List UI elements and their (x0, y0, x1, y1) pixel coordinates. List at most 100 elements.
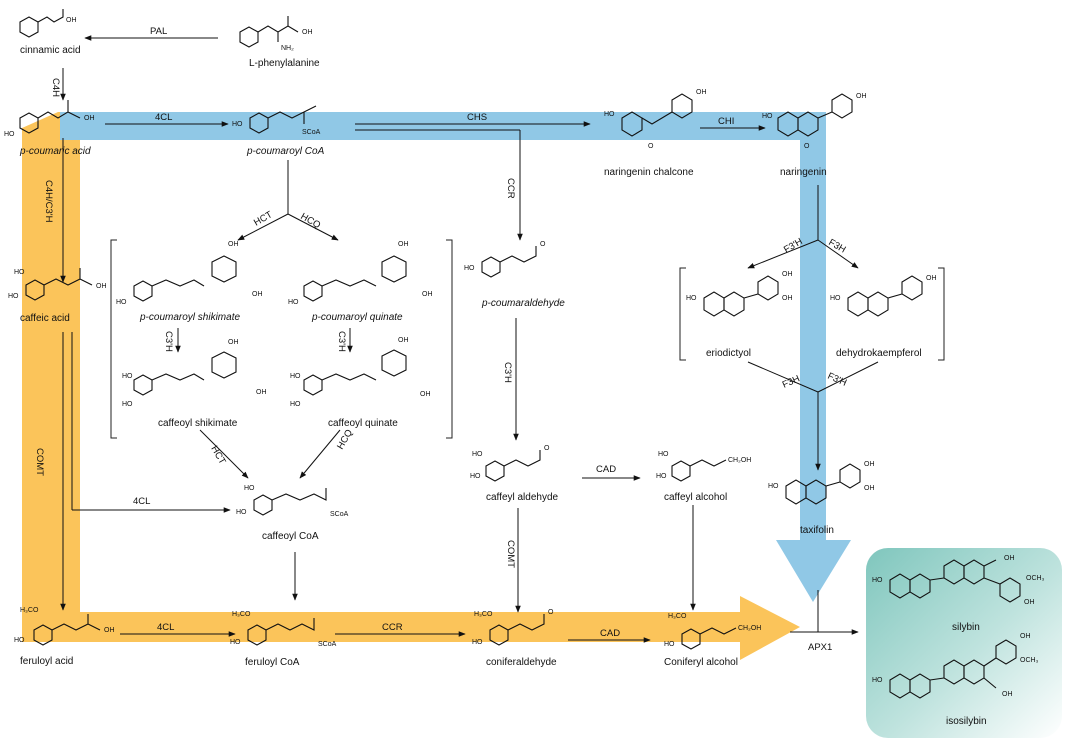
structure-silybin: HO OH OCH₃ OH (872, 555, 1045, 606)
svg-text:OH: OH (1004, 555, 1015, 562)
svg-text:OH: OH (420, 391, 431, 398)
enzyme-comt-left: COMT (34, 448, 45, 476)
svg-text:HO: HO (290, 373, 301, 380)
enzyme-pal: PAL (150, 26, 167, 37)
reaction-arrows (60, 35, 879, 643)
svg-text:HO: HO (122, 373, 133, 380)
label-p-coumaroyl-coa: p-coumaroyl CoA (246, 146, 325, 157)
enzyme-c3h-quinate: C3'H (336, 331, 347, 352)
svg-text:SCoA: SCoA (302, 129, 321, 136)
label-isosilybin: isosilybin (946, 716, 987, 727)
svg-text:OH: OH (66, 17, 77, 24)
svg-text:OH: OH (926, 275, 937, 282)
svg-text:O: O (540, 241, 546, 248)
molecule-structures: OH NH₂ OH HO OH HO SCoA HO OH (4, 9, 1045, 699)
svg-text:NH₂: NH₂ (281, 45, 294, 52)
structure-p-coumaraldehyde: HO O (464, 241, 546, 278)
svg-text:HO: HO (14, 637, 25, 644)
svg-text:HO: HO (830, 295, 841, 302)
label-coniferaldehyde: coniferaldehyde (486, 657, 557, 668)
svg-text:HO: HO (472, 639, 483, 646)
structure-feruloyl-coa: H₃CO HO SCoA (230, 611, 337, 648)
label-caffeyl-alcohol: caffeyl alcohol (664, 492, 727, 503)
structure-caffeic-acid: HO HO OH (8, 268, 107, 301)
svg-text:HO: HO (664, 641, 675, 648)
svg-text:HO: HO (230, 639, 241, 646)
enzyme-chi: CHI (718, 116, 734, 127)
svg-text:OH: OH (398, 241, 409, 248)
enzyme-apx1: APX1 (808, 642, 832, 653)
svg-text:H₃CO: H₃CO (232, 611, 251, 618)
svg-text:SCoA: SCoA (330, 511, 349, 518)
enzyme-c3h-aldehyde: C3'H (502, 362, 513, 383)
svg-text:HO: HO (872, 677, 883, 684)
label-eriodictyol: eriodictyol (706, 348, 751, 359)
svg-text:HO: HO (872, 577, 883, 584)
label-naringenin: naringenin (780, 167, 827, 178)
label-cinnamic-acid: cinnamic acid (20, 45, 81, 56)
structure-coniferaldehyde: H₃CO HO O (472, 609, 554, 646)
structure-caffeoyl-shikimate: HO HO OH OH (122, 339, 267, 408)
enzyme-hcq-top: HCQ (299, 211, 323, 231)
structure-isosilybin: HO OH OCH₃ OH (872, 633, 1039, 699)
svg-text:HO: HO (656, 473, 667, 480)
svg-text:OH: OH (864, 485, 875, 492)
label-naringenin-chalcone: naringenin chalcone (604, 167, 694, 178)
svg-text:OH: OH (84, 115, 95, 122)
bracket-dihydroflavonols (679, 267, 945, 361)
label-p-coumaraldehyde: p-coumaraldehyde (481, 298, 565, 309)
structure-coniferyl-alcohol: H₃CO HO CH₂OH (664, 613, 761, 650)
enzyme-hcq-bottom: HCQ (335, 428, 355, 452)
svg-text:O: O (648, 143, 654, 150)
label-silybin: silybin (952, 622, 980, 633)
svg-text:HO: HO (686, 295, 697, 302)
svg-text:HO: HO (4, 131, 15, 138)
enzyme-ccr-top: CCR (505, 178, 516, 199)
svg-text:OH: OH (1024, 599, 1035, 606)
svg-text:HO: HO (464, 265, 475, 272)
svg-text:OH: OH (1002, 691, 1013, 698)
svg-text:HO: HO (470, 473, 481, 480)
enzyme-4cl-top: 4CL (155, 112, 172, 123)
structure-p-coumaroyl-shikimate: HO OH OH (116, 241, 263, 306)
svg-text:HO: HO (236, 509, 247, 516)
svg-text:HO: HO (288, 299, 299, 306)
enzyme-c4h: C4H (50, 78, 61, 97)
svg-text:OH: OH (782, 271, 793, 278)
label-feruloyl-acid: feruloyl acid (20, 656, 73, 667)
svg-text:OH: OH (252, 291, 263, 298)
structure-caffeoyl-quinate: HO HO OH OH (290, 337, 431, 408)
svg-text:HO: HO (604, 111, 615, 118)
structure-naringenin-chalcone: HO OH O (604, 89, 707, 150)
svg-text:OH: OH (398, 337, 409, 344)
svg-text:O: O (544, 445, 550, 452)
structure-caffeoyl-coa: HO HO SCoA (236, 485, 349, 518)
svg-text:OCH₃: OCH₃ (1026, 575, 1045, 582)
enzyme-hct-bottom: HCT (208, 444, 227, 467)
svg-text:H₃CO: H₃CO (474, 611, 493, 618)
structure-naringenin: HO OH O (762, 93, 867, 150)
structure-eriodictyol: HO OH OH (686, 271, 793, 317)
svg-text:OH: OH (856, 93, 867, 100)
svg-text:HO: HO (290, 401, 301, 408)
svg-text:O: O (548, 609, 554, 616)
label-p-coumaroyl-shikimate: p-coumaroyl shikimate (139, 312, 240, 323)
svg-text:OH: OH (302, 29, 313, 36)
svg-text:H₃CO: H₃CO (20, 607, 39, 614)
structure-caffeyl-alcohol: HO HO CH₂OH (656, 451, 751, 482)
svg-text:OCH₃: OCH₃ (1020, 657, 1039, 664)
svg-text:HO: HO (244, 485, 255, 492)
svg-text:OH: OH (256, 389, 267, 396)
enzyme-c3h-shikimate: C3'H (163, 331, 174, 352)
svg-text:O: O (804, 143, 810, 150)
structure-p-coumaroyl-coa: HO SCoA (232, 105, 321, 136)
svg-text:H₃CO: H₃CO (668, 613, 687, 620)
structure-feruloyl-acid: H₃CO HO OH (14, 607, 115, 646)
enzyme-4cl-bottom: 4CL (157, 622, 174, 633)
svg-text:OH: OH (96, 283, 107, 290)
svg-text:HO: HO (122, 401, 133, 408)
structure-caffeyl-aldehyde: HO HO O (470, 445, 550, 482)
enzyme-cad-top: CAD (596, 464, 616, 475)
enzyme-c4h-c3h: C4H/C3'H (43, 180, 54, 223)
svg-text:HO: HO (232, 121, 243, 128)
